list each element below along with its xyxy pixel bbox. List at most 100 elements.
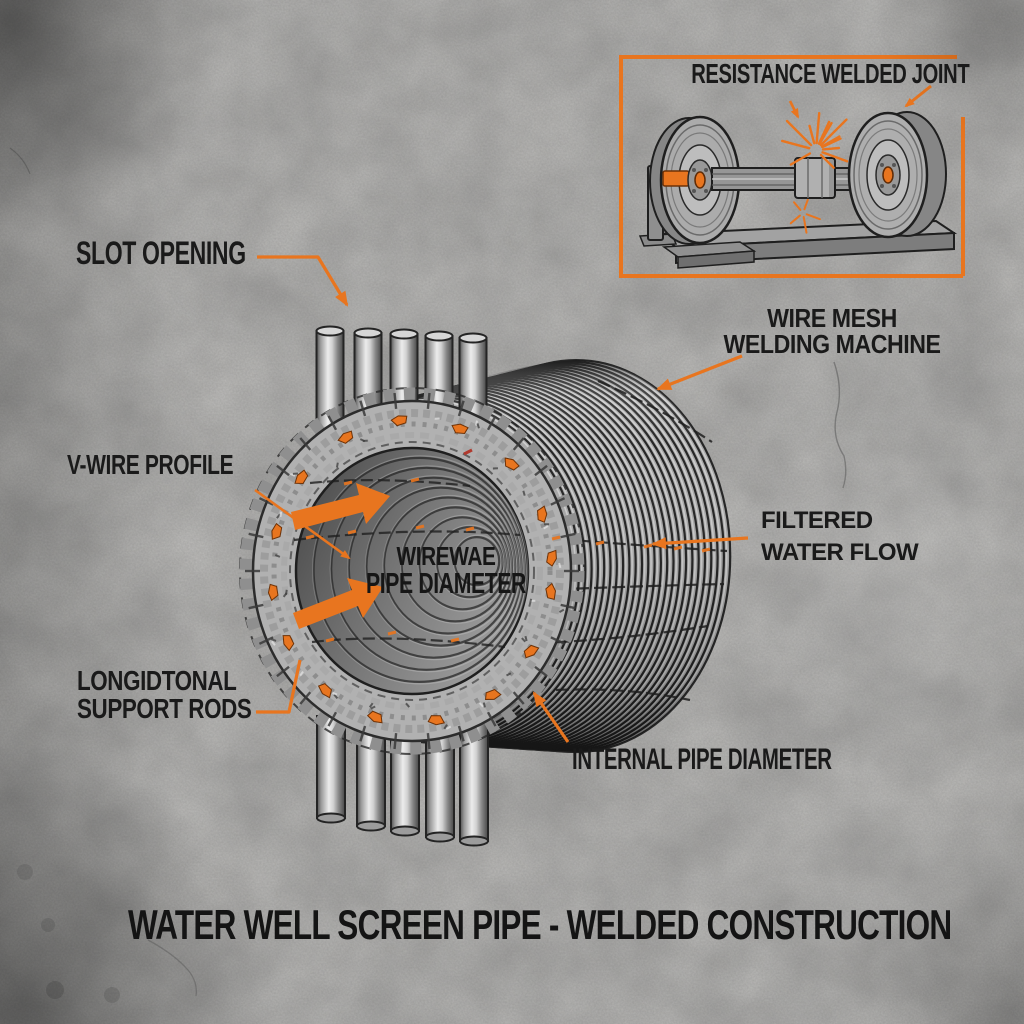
weld-tick (415, 524, 425, 530)
ring-debris (476, 423, 480, 429)
weld-spatter (504, 457, 520, 471)
ring-notch (327, 415, 338, 431)
ring-notch (550, 636, 566, 645)
weld-coupling (794, 157, 836, 199)
weld-tick (410, 477, 420, 483)
ring-notch (550, 497, 566, 506)
ring-debris (558, 562, 562, 569)
ring-debris (475, 420, 479, 426)
support-rod-cap (459, 835, 489, 847)
flow-arrow-icon (291, 483, 390, 530)
weld-tick (701, 547, 711, 553)
spark-ray (818, 121, 833, 146)
inset-panel (619, 55, 965, 278)
spark-ray (821, 146, 841, 151)
weld-tick (551, 535, 561, 541)
support-rod-cap (389, 328, 419, 340)
ring-debris (299, 670, 304, 677)
coupling-shade (829, 158, 835, 198)
ring-notch (457, 725, 465, 742)
spark-ray (819, 153, 835, 169)
ring-debris (558, 608, 565, 613)
ring-notch (359, 400, 367, 417)
weld-spatter (537, 505, 548, 523)
weld-seam (597, 379, 713, 443)
ring-notch (560, 603, 576, 610)
spool-groove (853, 120, 923, 230)
interior-wire-arc-highlight (347, 475, 522, 661)
wall-pockmark (104, 987, 120, 1003)
support-rod-cap (390, 825, 420, 837)
red-weld-tick (463, 448, 473, 456)
interior-wire-arc (418, 516, 507, 611)
hub-bolt (692, 189, 696, 193)
ring-texture (260, 409, 564, 733)
interior-wire-arc-highlight (364, 484, 519, 649)
interior-wire-arc-highlight (400, 504, 513, 625)
ring-notch (393, 732, 398, 750)
weld-spatter (427, 715, 446, 726)
hub-bolt (880, 163, 884, 167)
screen-pipe-illustration (239, 325, 732, 847)
interior-wire-arc (435, 526, 504, 599)
ring-notch (276, 464, 290, 477)
wall-pockmark (17, 864, 33, 880)
weld-tick (305, 534, 315, 540)
hub-bolt (892, 163, 896, 167)
interior-wire-arc-highlight (382, 494, 516, 637)
wall-pockmark (46, 981, 64, 999)
interior-wire-arc-highlight (452, 534, 503, 588)
weld-seam (555, 688, 691, 702)
ring-notch (457, 400, 465, 417)
ring-notch (534, 665, 548, 678)
ring-notch (299, 691, 312, 705)
weld-tick (387, 630, 397, 636)
spark-ray (789, 214, 801, 225)
weld-spatter (267, 583, 279, 602)
interior-wire-arc (453, 535, 501, 587)
ring-debris (335, 462, 339, 468)
spark-ray (789, 152, 812, 166)
weld-spatter (390, 415, 408, 427)
ring-debris (506, 672, 512, 677)
axle-stub (662, 170, 690, 187)
weld-tick (450, 637, 460, 643)
ring-debris (521, 637, 526, 643)
ring-debris (331, 691, 338, 696)
interior-wire-arc (365, 486, 517, 647)
ring-notch (248, 603, 264, 610)
ring-debris (370, 705, 376, 710)
ring-texture (271, 421, 553, 721)
leader-lines (254, 84, 932, 743)
interior-wire-arc-highlight (435, 524, 507, 600)
spark-ray (780, 139, 811, 150)
ring-debris (368, 702, 374, 708)
inset-pointer-arrow (904, 84, 932, 108)
spark-ray (821, 151, 849, 163)
interior-wire-arc-highlight (312, 455, 529, 685)
ring-debris (445, 725, 452, 730)
ring-debris (285, 589, 288, 595)
ring-debris (274, 553, 281, 558)
wall-crack (9, 147, 31, 175)
spark-ray (803, 198, 809, 211)
weld-spatter (337, 430, 354, 444)
ring-notch (534, 464, 548, 477)
support-rod-cap (353, 327, 383, 339)
ring-texture (281, 432, 543, 710)
support-rod-cap (315, 325, 345, 337)
spark-ray (805, 213, 821, 221)
weld-tick (643, 543, 653, 549)
ring-debris (271, 640, 276, 646)
ring-notch (258, 636, 274, 645)
wall-crack (147, 939, 197, 997)
ring-notch (426, 732, 431, 750)
ring-notch (512, 437, 525, 451)
ring-notch (258, 497, 274, 506)
interior-wire-arc (330, 466, 523, 671)
ring-debris (289, 472, 296, 477)
ring-debris (443, 724, 448, 730)
ring-debris (478, 702, 484, 708)
interior-weld-seam (309, 479, 471, 488)
